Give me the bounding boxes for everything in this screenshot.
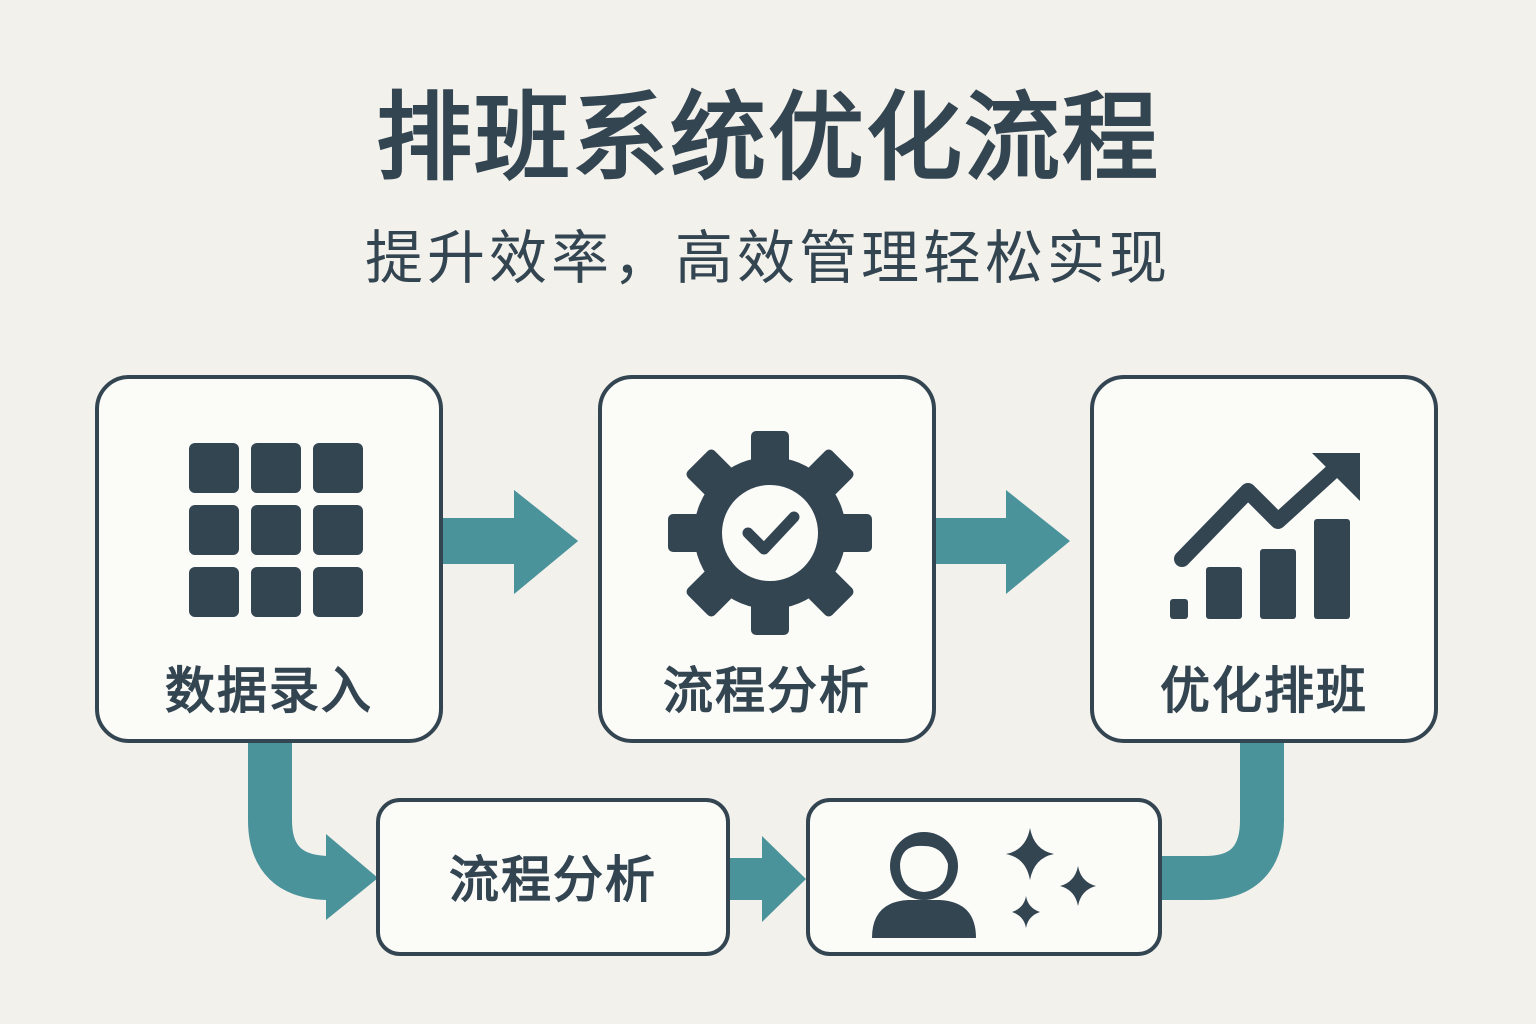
step-label: 优化排班: [1160, 662, 1368, 720]
sparkles-icon: [1006, 828, 1096, 928]
grid-icon: [189, 443, 363, 617]
step-label: 数据录入: [165, 662, 373, 720]
arrow-step2-to-step3: [934, 490, 1070, 594]
user-icon: [872, 832, 976, 938]
step-label: 流程分析: [663, 662, 871, 720]
arrow-step1-to-lower1: [248, 740, 378, 920]
lower-step-label: 流程分析: [449, 851, 657, 909]
growth-chart-icon: [1170, 453, 1360, 619]
arrow-lower2-to-step3: [1160, 740, 1284, 900]
arrow-step1-to-step2: [440, 490, 578, 594]
step-box-data-entry: 数据录入: [95, 375, 443, 743]
step-box-process-analysis: 流程分析: [598, 375, 936, 743]
page-subtitle: 提升效率，高效管理轻松实现: [364, 224, 1171, 292]
step-box-optimize-schedule: 优化排班: [1090, 375, 1438, 743]
page-title: 排班系统优化流程: [376, 82, 1160, 194]
lower-box-process-analysis: 流程分析: [376, 798, 730, 956]
gear-check-icon: [668, 431, 872, 635]
arrow-lower1-to-lower2: [728, 836, 806, 922]
lower-box-user: [806, 798, 1162, 956]
